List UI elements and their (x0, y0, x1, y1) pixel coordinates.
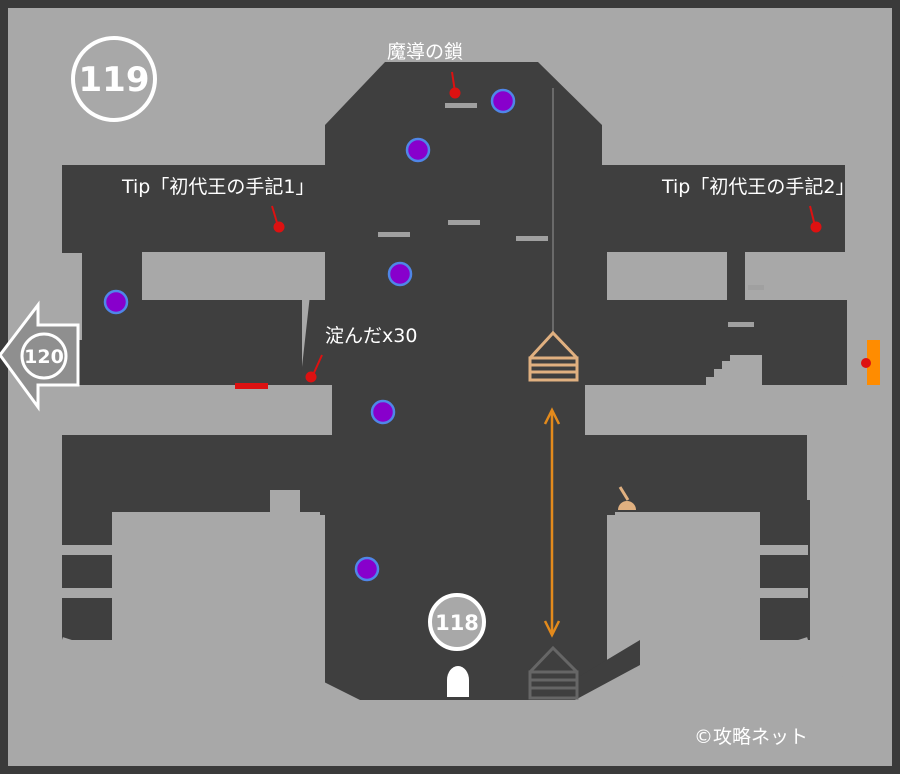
red-barrier (235, 383, 268, 389)
enemy-markers (103, 88, 516, 582)
room-number-current: 119 (79, 60, 150, 100)
room-number-left: 120 (24, 346, 64, 368)
room-badge-current: 119 (71, 36, 157, 122)
item-marker-icon[interactable] (273, 221, 285, 233)
item-label-tip1: Tip「初代王の手記1」 (121, 176, 314, 198)
item-label-chain: 魔導の鎖 (387, 41, 463, 63)
enemy-icon[interactable] (490, 88, 516, 114)
door-icon[interactable] (447, 666, 469, 697)
item-marker-icon[interactable] (305, 371, 317, 383)
inner-walls (8, 252, 892, 766)
enemy-icon[interactable] (387, 261, 413, 287)
enemy-icon[interactable] (354, 556, 380, 582)
item-marker-icon[interactable] (861, 358, 871, 368)
orange-door[interactable] (867, 340, 880, 385)
item-label-stagnant: 淀んだx30 (325, 325, 417, 347)
exit-left-arrow[interactable]: 120 (0, 300, 80, 412)
enemy-icon[interactable] (405, 137, 431, 163)
room-number-bottom: 118 (435, 611, 479, 635)
item-label-tip2: Tip「初代王の手記2」 (661, 176, 854, 198)
lever-icon[interactable] (618, 486, 636, 510)
ledge-platforms (378, 103, 764, 327)
crate-icon (528, 330, 579, 382)
enemy-icon[interactable] (103, 289, 129, 315)
item-markers (271, 71, 822, 383)
item-marker-icon[interactable] (810, 221, 822, 233)
stairs (706, 361, 730, 385)
room-badge-bottom[interactable]: 118 (428, 593, 486, 651)
ramp-edges (61, 637, 809, 668)
crate-bottom-icon (528, 645, 579, 700)
item-marker-icon[interactable] (449, 87, 461, 99)
enemy-icon[interactable] (370, 399, 396, 425)
elevator-arrow-icon (543, 407, 561, 638)
copyright-text: ©攻略ネット (694, 726, 808, 748)
